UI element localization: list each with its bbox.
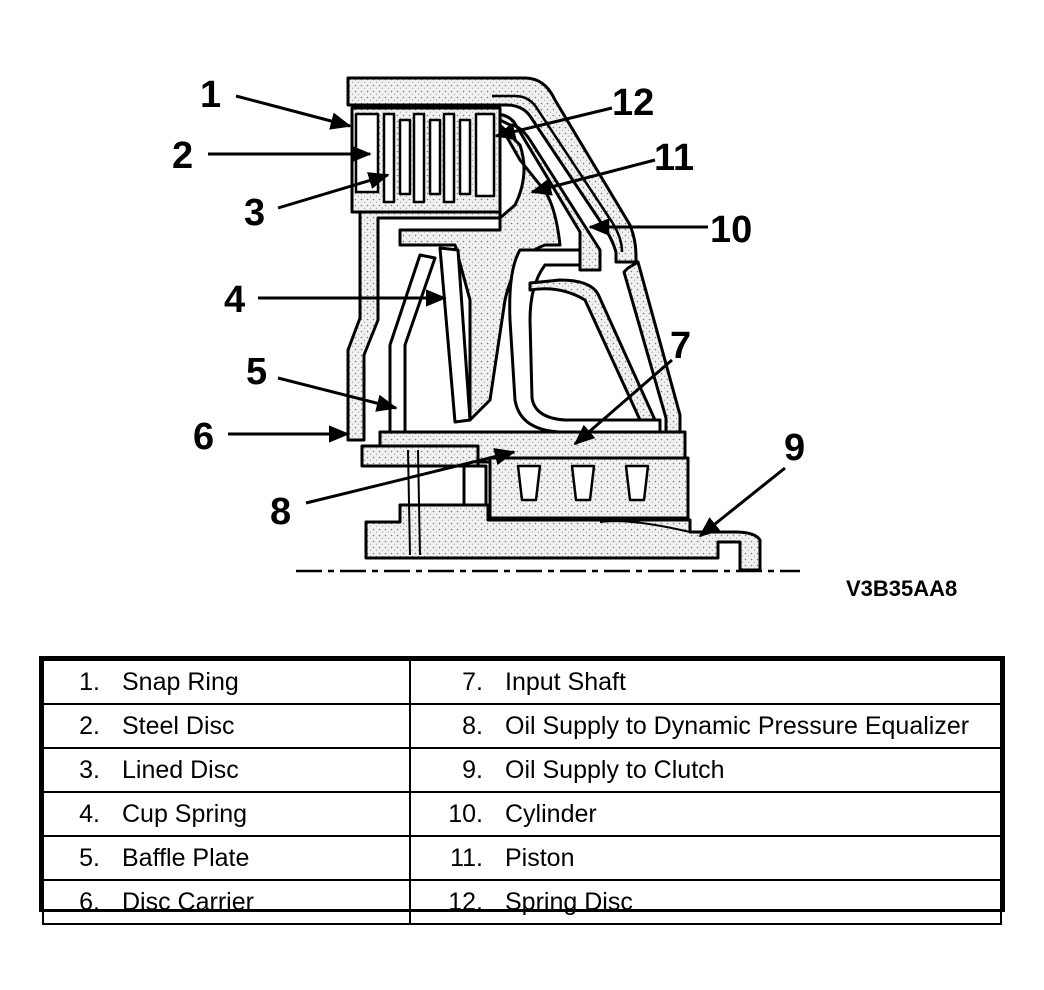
return-springs bbox=[516, 464, 650, 502]
legend-item-number: 3. bbox=[79, 755, 100, 784]
legend-cell-right: 11. Piston bbox=[409, 835, 1002, 881]
legend-item-number: 6. bbox=[79, 887, 100, 916]
leader-8 bbox=[305, 448, 516, 505]
legend-item-label: Lined Disc bbox=[122, 755, 239, 784]
lower-flange bbox=[360, 444, 480, 468]
leader-12 bbox=[494, 106, 613, 140]
piston-channel bbox=[508, 248, 662, 434]
baffle-plate bbox=[388, 253, 437, 442]
legend-item-label: Input Shaft bbox=[505, 667, 626, 696]
leader-11 bbox=[530, 158, 656, 196]
cup-spring bbox=[438, 246, 472, 424]
legend-cell-left: 2. Steel Disc bbox=[42, 703, 411, 749]
legend-item-label: Cylinder bbox=[505, 799, 597, 828]
legend-item-label: Piston bbox=[505, 843, 575, 872]
legend-table: 1. Snap Ring 7. Input Shaft 2. Steel Disc 8. Oi… bbox=[39, 656, 1005, 925]
leader-5 bbox=[277, 376, 398, 412]
legend-item-number: 8. bbox=[462, 711, 483, 740]
callout-3: 3 bbox=[244, 192, 265, 234]
legend-cell-left: 5. Baffle Plate bbox=[42, 835, 411, 881]
legend-cell-right: 8. Oil Supply to Dynamic Pressure Equaliz… bbox=[409, 703, 1002, 749]
callout-9: 9 bbox=[784, 427, 805, 469]
callout-5: 5 bbox=[246, 351, 267, 393]
legend-item-label: Oil Supply to Dynamic Pressure Equalizer bbox=[505, 711, 970, 740]
leader-7 bbox=[573, 358, 673, 446]
callout-7: 7 bbox=[670, 325, 691, 367]
legend-item-label: Steel Disc bbox=[122, 711, 235, 740]
callout-6: 6 bbox=[193, 416, 214, 458]
callout-10: 10 bbox=[710, 209, 752, 251]
legend-row: 1. Snap Ring 7. Input Shaft bbox=[42, 659, 1002, 705]
legend-cell-right: 9. Oil Supply to Clutch bbox=[409, 747, 1002, 793]
legend-item-number: 10. bbox=[448, 799, 483, 828]
legend-row: 4. Cup Spring 10. Cylinder bbox=[42, 791, 1002, 837]
cylinder-inner-shell bbox=[492, 94, 624, 253]
legend-cell-left: 1. Snap Ring bbox=[42, 659, 411, 705]
callout-8: 8 bbox=[270, 491, 291, 533]
legend-item-number: 9. bbox=[462, 755, 483, 784]
legend-item-label: Baffle Plate bbox=[122, 843, 250, 872]
cylinder-shell bbox=[346, 76, 638, 264]
legend-cell-left: 6. Disc Carrier bbox=[42, 879, 411, 925]
legend-row: 2. Steel Disc 8. Oil Supply to Dynamic Pres… bbox=[42, 703, 1002, 749]
legend-item-number: 2. bbox=[79, 711, 100, 740]
legend-item-label: Disc Carrier bbox=[122, 887, 254, 916]
legend-item-number: 7. bbox=[462, 667, 483, 696]
input-shaft-base bbox=[364, 503, 762, 572]
legend-row: 5. Baffle Plate 11. Piston bbox=[42, 835, 1002, 881]
legend-cell-right: 12. Spring Disc bbox=[409, 879, 1002, 925]
oil-passage bbox=[407, 449, 421, 556]
oil-channel bbox=[599, 520, 691, 533]
piston-return bbox=[528, 278, 657, 422]
legend-item-number: 4. bbox=[79, 799, 100, 828]
legend-item-label: Oil Supply to Clutch bbox=[505, 755, 725, 784]
callout-1: 1 bbox=[200, 74, 221, 116]
callout-12: 12 bbox=[612, 82, 654, 124]
seal-ring bbox=[462, 464, 488, 508]
callout-leaders bbox=[208, 94, 786, 538]
legend-item-number: 11. bbox=[450, 843, 483, 872]
figure-code: V3B35AA8 bbox=[846, 576, 957, 601]
legend-item-label: Cup Spring bbox=[122, 799, 248, 828]
legend-row: 6. Disc Carrier 12. Spring Disc bbox=[42, 879, 1002, 925]
callout-2: 2 bbox=[172, 135, 193, 177]
legend-cell-right: 7. Input Shaft bbox=[409, 659, 1002, 705]
legend-row: 3. Lined Disc 9. Oil Supply to Clutch bbox=[42, 747, 1002, 793]
callout-11: 11 bbox=[654, 137, 694, 179]
legend-item-number: 1. bbox=[79, 667, 100, 696]
legend-cell-left: 4. Cup Spring bbox=[42, 791, 411, 837]
legend-item-number: 12. bbox=[448, 887, 483, 916]
legend-item-number: 5. bbox=[79, 843, 100, 872]
legend-cell-left: 3. Lined Disc bbox=[42, 747, 411, 793]
legend-item-label: Snap Ring bbox=[122, 667, 239, 696]
clutch-assembly-drawing bbox=[346, 76, 762, 572]
callout-4: 4 bbox=[224, 279, 245, 321]
clutch-cross-section-diagram: 1 2 3 4 5 6 7 8 9 10 11 12 V3B35AA8 bbox=[172, 74, 957, 601]
legend-cell-right: 10. Cylinder bbox=[409, 791, 1002, 837]
leader-3 bbox=[277, 172, 390, 210]
hub-web bbox=[398, 123, 562, 422]
legend-item-label: Spring Disc bbox=[505, 887, 633, 916]
leader-9 bbox=[698, 466, 786, 538]
leader-1 bbox=[235, 94, 352, 130]
